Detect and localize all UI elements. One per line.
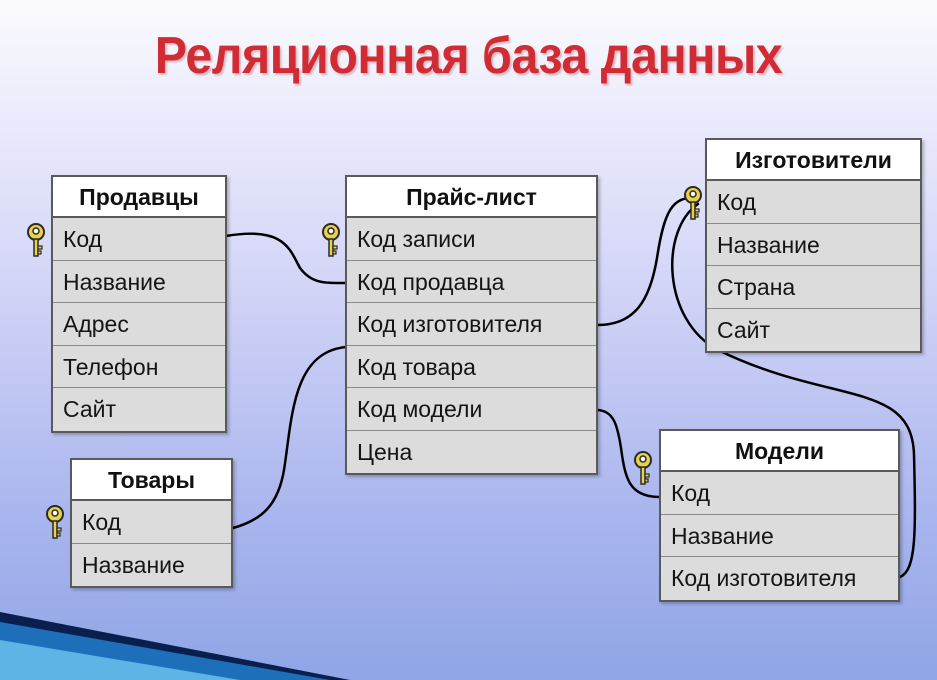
decorative-swoosh bbox=[0, 612, 350, 680]
page-title: Реляционная база данных bbox=[154, 27, 783, 85]
pricelist-field-goods-id[interactable]: Код товара bbox=[347, 345, 596, 388]
table-models[interactable]: Модели Код Название Код изготовителя bbox=[659, 429, 900, 602]
table-goods-header: Товары bbox=[72, 460, 231, 501]
manufacturers-field-name[interactable]: Название bbox=[707, 223, 920, 266]
manufacturers-field-site[interactable]: Сайт bbox=[707, 308, 920, 351]
sellers-field-site[interactable]: Сайт bbox=[53, 388, 225, 431]
relation-goods-pricelist bbox=[231, 345, 348, 530]
key-icon bbox=[46, 505, 64, 539]
table-sellers-header: Продавцы bbox=[53, 177, 225, 218]
key-icon bbox=[27, 223, 45, 257]
models-field-manufacturer-id[interactable]: Код изготовителя bbox=[661, 557, 898, 600]
relation-sellers-pricelist bbox=[224, 232, 348, 285]
key-icon bbox=[684, 186, 702, 220]
pricelist-field-model-id[interactable]: Код модели bbox=[347, 388, 596, 431]
table-manufacturers[interactable]: Изготовители Код Название Страна Сайт bbox=[705, 138, 922, 353]
sellers-field-id[interactable]: Код bbox=[53, 218, 225, 261]
relation-manufacturers-models bbox=[671, 202, 917, 579]
manufacturers-field-id[interactable]: Код bbox=[707, 181, 920, 224]
relation-manufacturers-pricelist bbox=[596, 196, 698, 327]
key-icon bbox=[322, 223, 340, 257]
models-field-id[interactable]: Код bbox=[661, 472, 898, 515]
relation-models-pricelist bbox=[594, 408, 662, 499]
table-sellers[interactable]: Продавцы Код Название Адрес Телефон Сайт bbox=[51, 175, 227, 433]
table-goods[interactable]: Товары Код Название bbox=[70, 458, 233, 588]
sellers-field-phone[interactable]: Телефон bbox=[53, 345, 225, 388]
pricelist-field-seller-id[interactable]: Код продавца bbox=[347, 260, 596, 303]
manufacturers-field-country[interactable]: Страна bbox=[707, 266, 920, 309]
table-pricelist[interactable]: Прайс-лист Код записи Код продавца Код и… bbox=[345, 175, 598, 475]
key-icon bbox=[634, 451, 652, 485]
table-pricelist-header: Прайс-лист bbox=[347, 177, 596, 218]
goods-field-id[interactable]: Код bbox=[72, 501, 231, 544]
sellers-field-name[interactable]: Название bbox=[53, 260, 225, 303]
goods-field-name[interactable]: Название bbox=[72, 543, 231, 586]
table-models-header: Модели bbox=[661, 431, 898, 472]
sellers-field-address[interactable]: Адрес bbox=[53, 303, 225, 346]
table-manufacturers-header: Изготовители bbox=[707, 140, 920, 181]
pricelist-field-record-id[interactable]: Код записи bbox=[347, 218, 596, 261]
models-field-name[interactable]: Название bbox=[661, 514, 898, 557]
pricelist-field-price[interactable]: Цена bbox=[347, 430, 596, 473]
pricelist-field-manufacturer-id[interactable]: Код изготовителя bbox=[347, 303, 596, 346]
